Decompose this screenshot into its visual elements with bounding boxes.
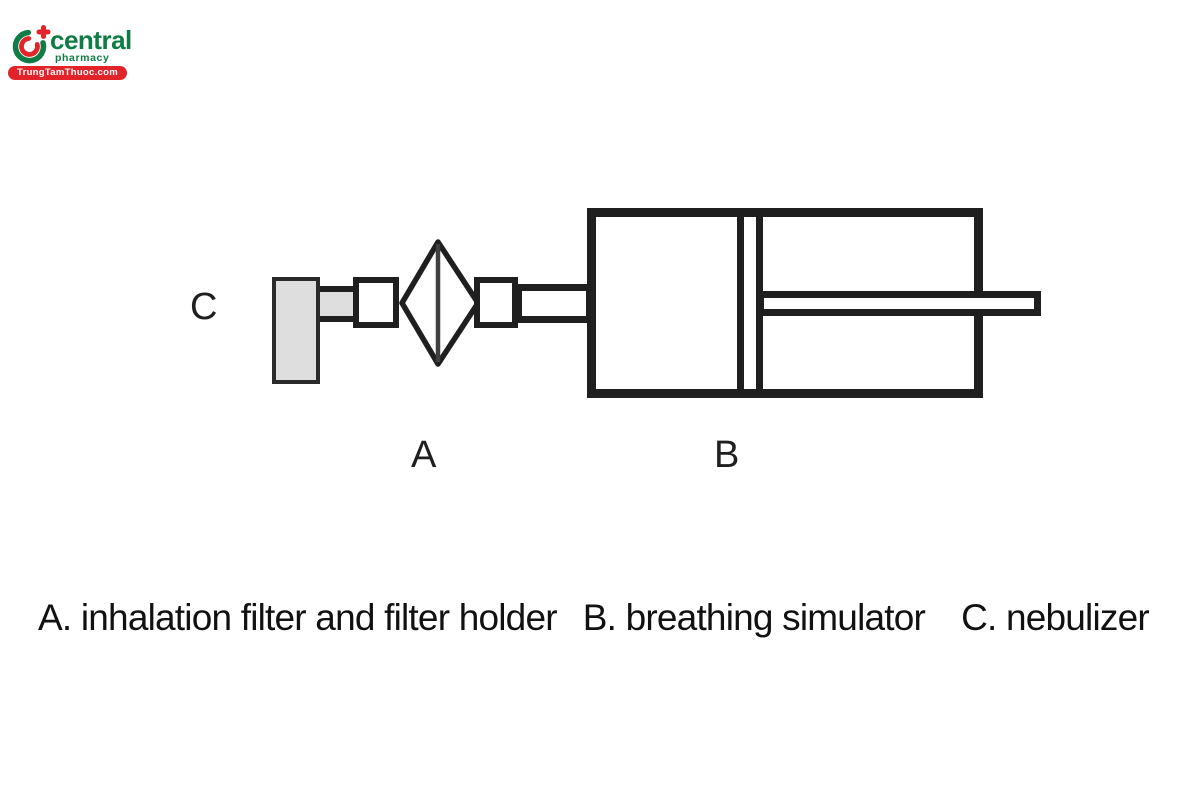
inhalation-filter-shape [399, 239, 481, 367]
diagram-label-filter: A [411, 434, 437, 476]
caption-item-filter: A. inhalation filter and filter holder [38, 597, 558, 638]
central-pharmacy-c-icon [12, 25, 51, 64]
logo-tagline-pill: TrungTamThuoc.com [8, 66, 127, 80]
logo-tagline-text: TrungTamThuoc.com [17, 67, 118, 79]
filter-holder-left-coupling [353, 277, 399, 328]
logo-brand-text: central [50, 25, 132, 55]
central-pharmacy-logo: central pharmacy TrungTamThuoc.com [8, 16, 148, 86]
diagram-label-nebulizer: C [190, 286, 218, 328]
caption-item-simulator: B. breathing simulator [582, 597, 926, 638]
figure-caption: A. inhalation filter and filter holder B.… [38, 597, 1150, 639]
diagram-label-simulator: B [714, 434, 740, 476]
piston-rod [757, 291, 1041, 316]
caption-item-nebulizer: C. nebulizer [961, 597, 1150, 638]
piston-plate-line-1 [737, 217, 744, 389]
nebulizer-body [272, 277, 320, 384]
nebulizer-outlet-connector [318, 286, 358, 322]
filter-holder-right-coupling [474, 277, 518, 328]
logo-subtitle-text: pharmacy [55, 52, 110, 64]
connecting-tube [515, 284, 593, 323]
